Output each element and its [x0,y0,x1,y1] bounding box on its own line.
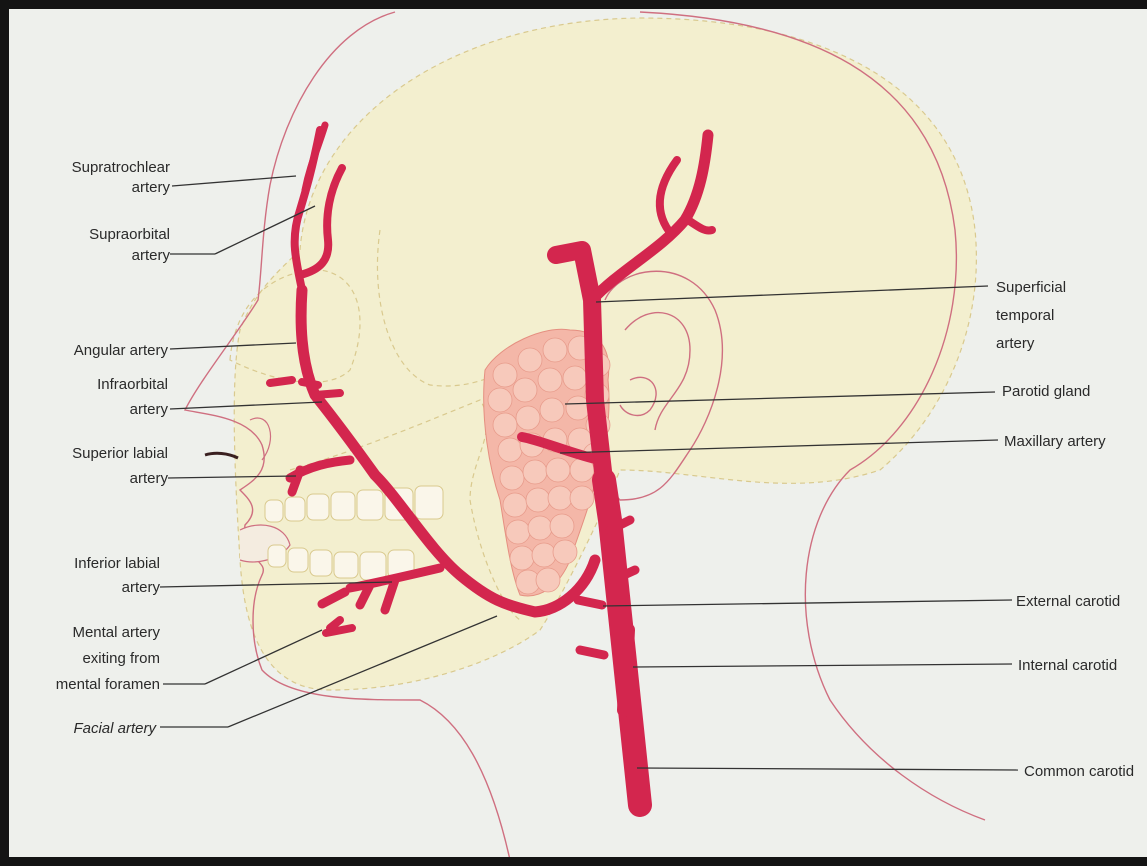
label-parotid: Parotid gland [1002,383,1090,400]
parotid-lobule [523,460,547,484]
label-mental-line3: mental foramen [56,676,160,693]
label-superficial-temporal-line3: artery [996,335,1035,352]
label-supratrochlear-line1: Supratrochlear [72,159,170,176]
parotid-lobule [493,363,517,387]
label-common-carotid: Common carotid [1024,763,1134,780]
parotid-lobule [570,486,594,510]
parotid-lobule [518,348,542,372]
label-angular: Angular artery [74,342,169,359]
parotid-lobule [516,406,540,430]
label-supraorbital-line2: artery [132,247,171,264]
nostril-mark [205,453,238,458]
parotid-lobule [498,438,522,462]
label-superficial-temporal-line2: temporal [996,307,1054,324]
right-labels: Superficial temporal artery Parotid glan… [996,279,1134,780]
parotid-lobule [532,543,556,567]
label-infraorbital-line2: artery [130,401,169,418]
parotid-lobule [548,486,572,510]
label-superior-labial-line2: artery [130,470,169,487]
parotid-lobule [528,516,552,540]
parotid-lobule [488,388,512,412]
label-facial: Facial artery [73,720,157,737]
parotid-lobule [536,568,560,592]
parotid-lobule [563,366,587,390]
label-mental-line1: Mental artery [72,624,160,641]
parotid-lobule [500,466,524,490]
parotid-lobule [553,540,577,564]
parotid-lobule [506,520,530,544]
label-superior-labial-line1: Superior labial [72,445,168,462]
label-mental-line2: exiting from [82,650,160,667]
internal-carotid-artery [624,630,628,710]
parotid-lobule [538,368,562,392]
parotid-lobule [510,546,534,570]
parotid-lobule [540,398,564,422]
parotid-lobule [550,514,574,538]
head-arteries-diagram: Supratrochlear artery Supraorbital arter… [9,9,1147,866]
parotid-lobule [543,338,567,362]
label-maxillary: Maxillary artery [1004,433,1106,450]
label-superficial-temporal-line1: Superficial [996,279,1066,296]
parotid-lobule [546,458,570,482]
label-external-carotid: External carotid [1016,593,1120,610]
parotid-lobule [513,378,537,402]
label-supraorbital-line1: Supraorbital [89,226,170,243]
label-inferior-labial-line2: artery [122,579,161,596]
label-internal-carotid: Internal carotid [1018,657,1117,674]
label-infraorbital-line1: Infraorbital [97,376,168,393]
parotid-lobule [493,413,517,437]
parotid-lobule [526,488,550,512]
left-labels: Supratrochlear artery Supraorbital arter… [56,159,171,737]
label-supratrochlear-line2: artery [132,179,171,196]
label-inferior-labial-line1: Inferior labial [74,555,160,572]
parotid-lobule [503,493,527,517]
